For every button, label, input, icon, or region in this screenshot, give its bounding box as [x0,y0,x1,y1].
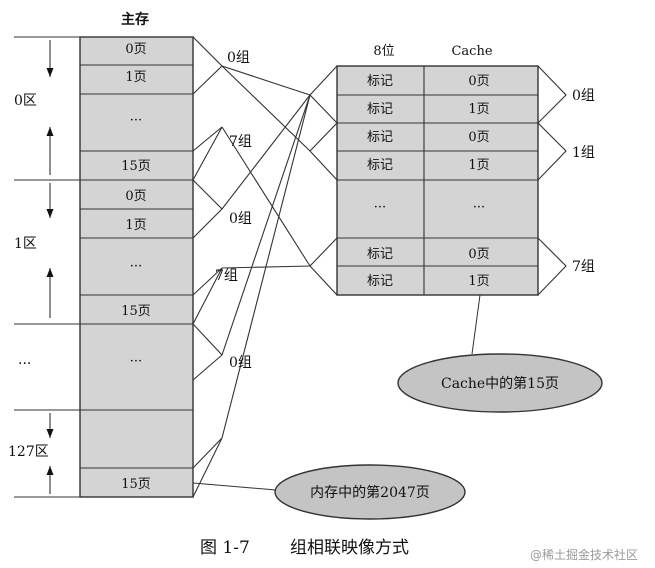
main-memory-column [79,36,194,498]
cache-tag-cell: 标记 [367,130,393,145]
cache-group-bracket [537,237,567,296]
cache-page-cell: 0页 [468,247,489,262]
cache-page-cell: 1页 [468,102,489,117]
figure-number: 图 1-7 [200,538,250,558]
memory-row-label: 0页 [125,42,146,57]
memory-row-label: 15页 [121,304,151,319]
mapping-line [221,94,311,356]
link-label: 0组 [227,50,250,66]
diagram-shapes [14,36,603,520]
cache-group-bracket [537,122,567,181]
diagram-text: 主存 0页 1页 ··· 15页 0页 1页 ··· 15页 ··· 15页 0… [8,11,638,562]
zone-arrow-head [46,68,54,77]
zone-label-127: 127区 [8,444,49,460]
memory-group-bracket [192,36,223,95]
cache-tag-cell: ··· [374,200,386,215]
link-label: 0组 [229,211,252,227]
figure-title: 组相联映像方式 [290,538,409,558]
watermark-text: @稀土掘金技术社区 [530,547,638,562]
memory-callout-pointer [192,482,277,491]
cache-group-label: 1组 [572,145,595,161]
cache-group-label: 7组 [572,259,595,275]
cache-tag-cell: 标记 [367,74,393,89]
link-label: 7组 [229,134,252,150]
memory-row-label: ··· [130,259,142,274]
memory-row-label: 15页 [121,477,151,492]
memory-row-label: 1页 [125,70,146,85]
memory-group-bracket [192,179,223,239]
cache-tag-header: 8位 [373,44,394,59]
cache-page-cell: 0页 [468,130,489,145]
memory-row-label: 0页 [125,189,146,204]
zone-label-0: 0区 [14,93,37,109]
memory-row-label: 1页 [125,218,146,233]
cache-entry-bracket [309,65,338,124]
mapping-line [221,65,311,96]
cache-entry-bracket [309,237,338,296]
cache-page-cell: 1页 [468,274,489,289]
cache-tag-cell: 标记 [367,102,393,117]
cache-page-cell: ··· [473,200,485,215]
zone-arrow-head [46,127,54,136]
main-memory-title: 主存 [121,11,149,28]
zone-label-1: 1区 [14,236,37,252]
cache-callout-ellipse [397,353,603,413]
cache-group-bracket [537,65,567,124]
zone-arrow-head [46,268,54,277]
memory-group-bracket [192,323,223,381]
zone-arrow-head [46,466,54,475]
cache-tag-cell: 标记 [367,274,393,289]
cache-entry-bracket [309,122,338,181]
memory-group-bracket [192,437,223,498]
memory-row-label: 15页 [121,159,151,174]
zone-arrow-head [46,209,54,218]
zone-arrow-head [46,429,54,438]
link-label: 0组 [229,355,252,371]
memory-callout-text: 内存中的第2047页 [310,484,430,501]
mapping-line [221,94,311,210]
cache-tag-cell: 标记 [367,158,393,173]
cache-page-cell: 0页 [468,74,489,89]
memory-row-label: ··· [130,113,142,128]
zone-label-dots: ··· [18,356,31,372]
mapping-line [221,94,311,439]
memory-group-bracket [192,126,223,181]
cache-page-cell: 1页 [468,158,489,173]
cache-callout-pointer [471,294,481,355]
memory-callout-ellipse [274,464,466,520]
cache-name-header: Cache [451,44,492,59]
mapping-line [221,65,311,152]
cache-tag-cell: 标记 [367,247,393,262]
link-label: 7组 [215,268,238,284]
diagram-lines [192,36,567,498]
mapping-line [221,126,311,267]
memory-row-label: ··· [130,354,142,369]
cache-group-label: 0组 [572,88,595,104]
cache-callout-text: Cache中的第15页 [441,375,559,392]
